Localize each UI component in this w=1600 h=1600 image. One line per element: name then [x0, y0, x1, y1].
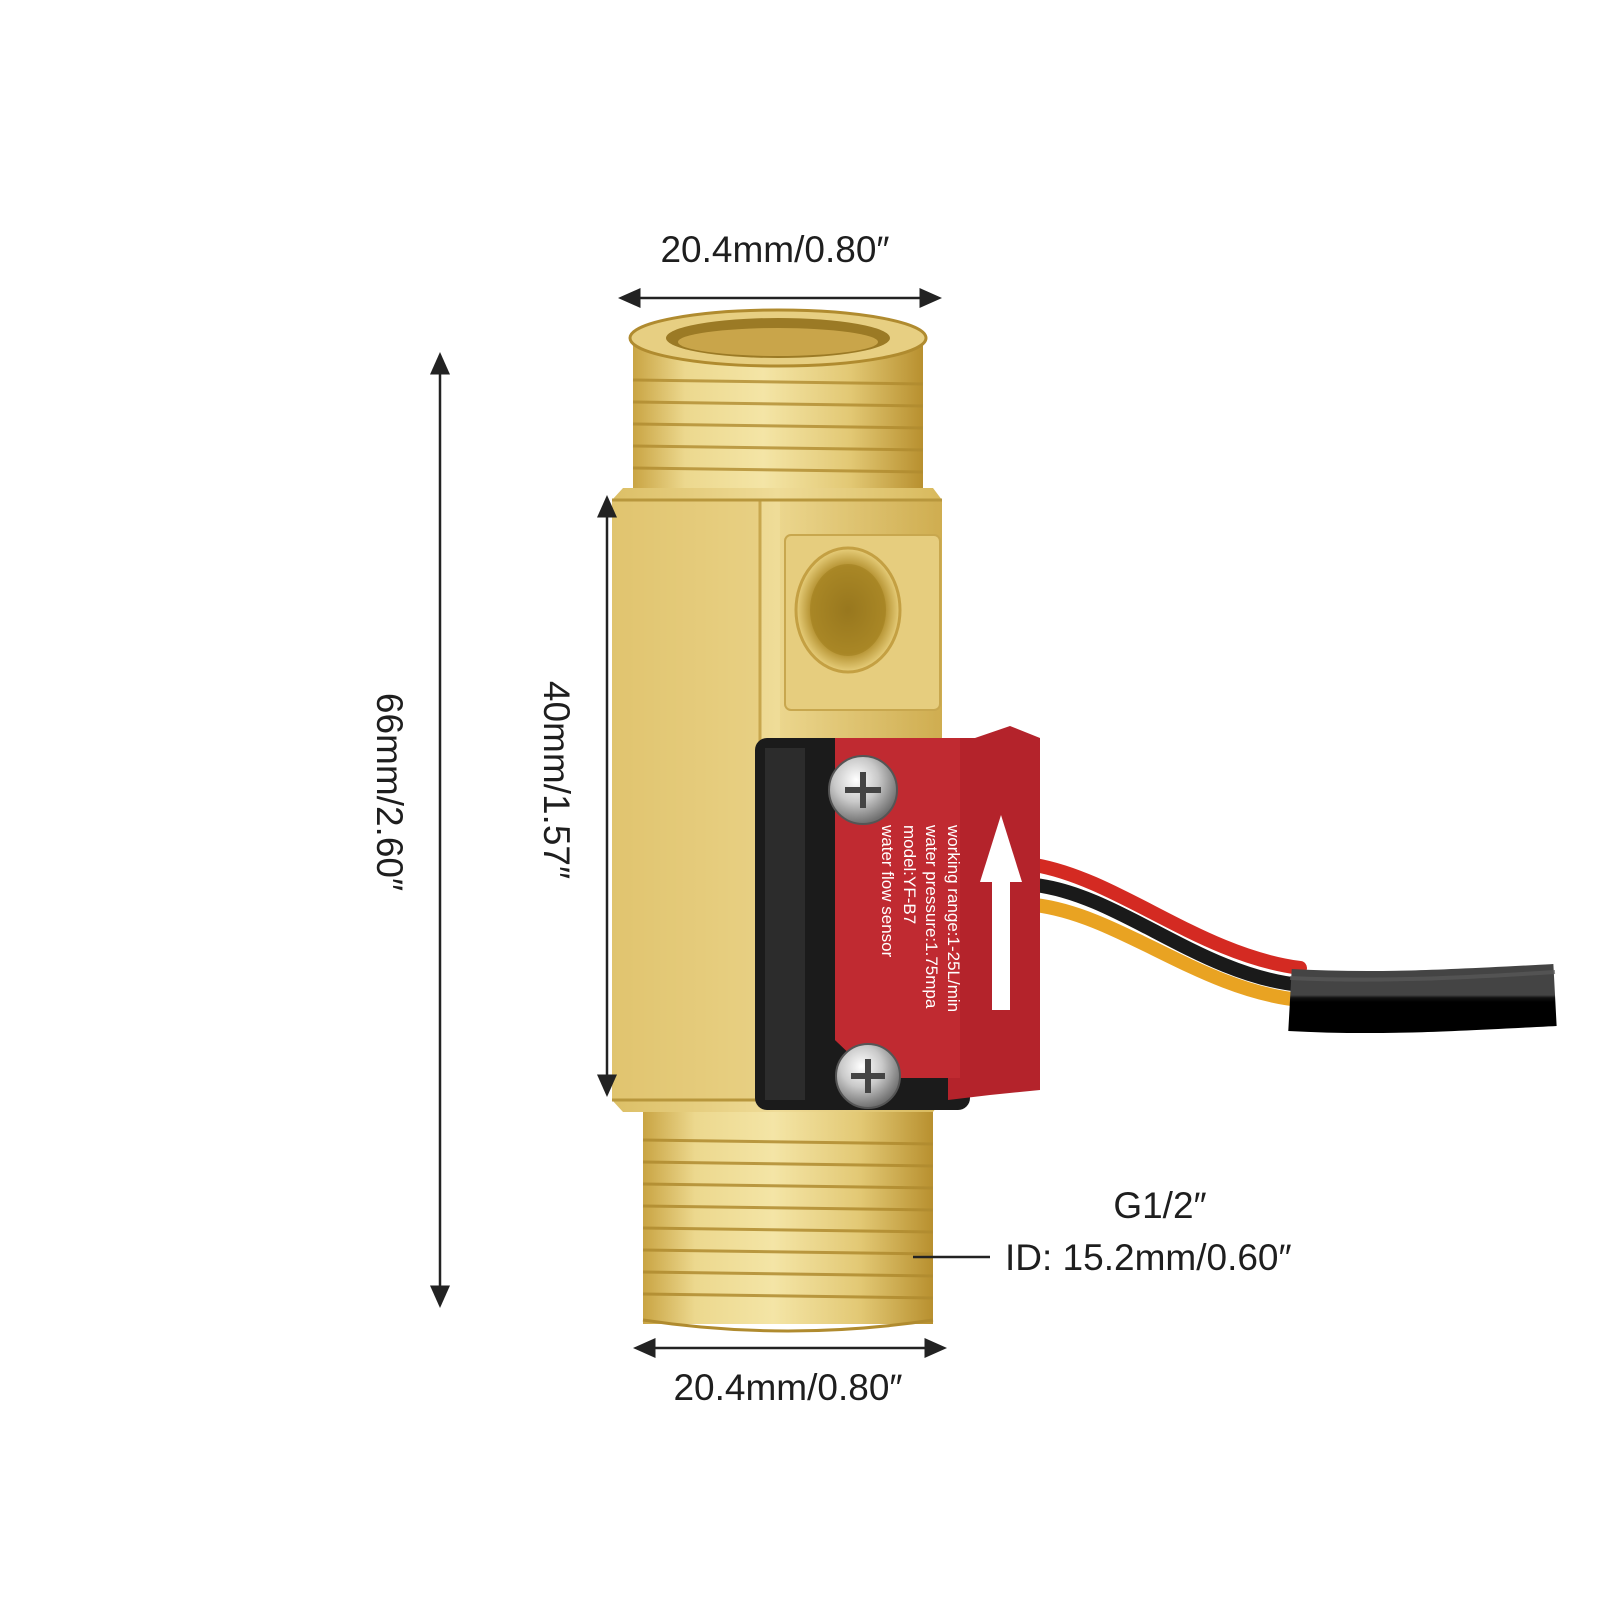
bottom-width-label: 20.4mm/0.80″ [673, 1367, 902, 1408]
thread-size-label: G1/2″ [1113, 1185, 1206, 1226]
label-product-name: water flow sensor [878, 824, 897, 958]
sensor-cable [1028, 858, 1557, 1034]
bottom-thread [642, 1112, 934, 1333]
body-length-label: 40mm/1.57″ [536, 681, 577, 879]
screw-top [828, 755, 898, 825]
top-thread [628, 308, 928, 500]
screw-bottom [835, 1043, 901, 1109]
sensor-label: working range:1-25L/min water pressure:1… [878, 824, 963, 1012]
label-water-pressure: water pressure:1.75mpa [922, 824, 941, 1009]
label-model: model:YF-B7 [900, 825, 919, 924]
flow-direction-arrow-icon [980, 815, 1022, 1010]
sensor-housing: working range:1-25L/min water pressure:1… [755, 726, 1040, 1110]
dimension-lines [430, 288, 990, 1358]
top-width-label: 20.4mm/0.80″ [660, 229, 889, 270]
total-length-label: 66mm/2.60″ [369, 693, 410, 891]
label-working-range: working range:1-25L/min [944, 824, 963, 1012]
inner-diameter-label: ID: 15.2mm/0.60″ [1005, 1237, 1292, 1278]
